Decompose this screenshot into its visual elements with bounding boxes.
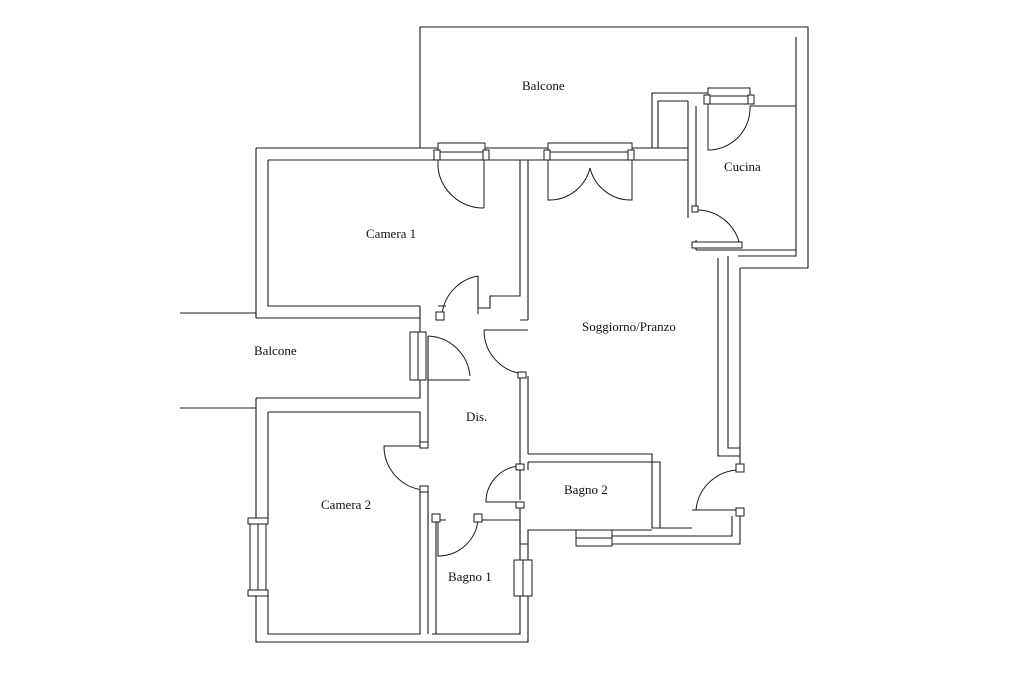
wall-cucina bbox=[651, 92, 708, 148]
door-ingresso bbox=[695, 469, 741, 511]
doors bbox=[383, 104, 751, 557]
door-soggiorno-french bbox=[547, 160, 633, 201]
walls bbox=[180, 26, 809, 643]
wall-camera1-left bbox=[255, 148, 420, 318]
wall-dis-left bbox=[256, 318, 429, 514]
wall-balcone-top-inner bbox=[738, 37, 797, 257]
label-dis: Dis. bbox=[466, 409, 487, 424]
door-camera1 bbox=[441, 275, 479, 315]
door-camera1-window bbox=[437, 160, 485, 209]
wall-balcone-top bbox=[419, 26, 809, 269]
wall-bagno2 bbox=[519, 462, 652, 545]
door-bagno2 bbox=[485, 465, 521, 503]
wall-soggiorno-right bbox=[687, 210, 741, 470]
wall-cucina-left bbox=[687, 101, 697, 210]
wall-soggiorno-right-2 bbox=[727, 256, 740, 449]
label-balcone-left: Balcone bbox=[254, 343, 297, 358]
label-bagno2: Bagno 2 bbox=[564, 482, 608, 497]
door-balcone-left bbox=[427, 335, 471, 381]
room-labels: Balcone Cucina Camera 1 Soggiorno/Pranzo… bbox=[254, 78, 761, 584]
label-camera1: Camera 1 bbox=[366, 226, 416, 241]
label-balcone-top: Balcone bbox=[522, 78, 565, 93]
label-soggiorno: Soggiorno/Pranzo bbox=[582, 319, 676, 334]
door-bagno1 bbox=[437, 519, 479, 557]
label-camera2: Camera 2 bbox=[321, 497, 371, 512]
wall-bagno1 bbox=[435, 519, 529, 634]
wall-camera2-inner bbox=[427, 514, 521, 635]
wall-camera1-right bbox=[478, 160, 529, 320]
wall-balcone-left bbox=[180, 312, 256, 409]
wall-cucina-b bbox=[657, 100, 688, 148]
wall-camera2-outer bbox=[255, 408, 529, 643]
door-soggiorno bbox=[483, 329, 525, 375]
label-bagno1: Bagno 1 bbox=[448, 569, 492, 584]
windows bbox=[247, 87, 755, 597]
door-cucina-window bbox=[707, 104, 751, 151]
door-camera2 bbox=[383, 445, 428, 491]
label-cucina: Cucina bbox=[724, 159, 761, 174]
door-cucina bbox=[695, 209, 741, 247]
wall-soggiorno-bottom bbox=[528, 453, 741, 545]
wall-camera1-bottom bbox=[256, 306, 421, 319]
wall-camera1-bottom2 bbox=[438, 276, 479, 308]
wall-dis-right bbox=[519, 319, 529, 466]
